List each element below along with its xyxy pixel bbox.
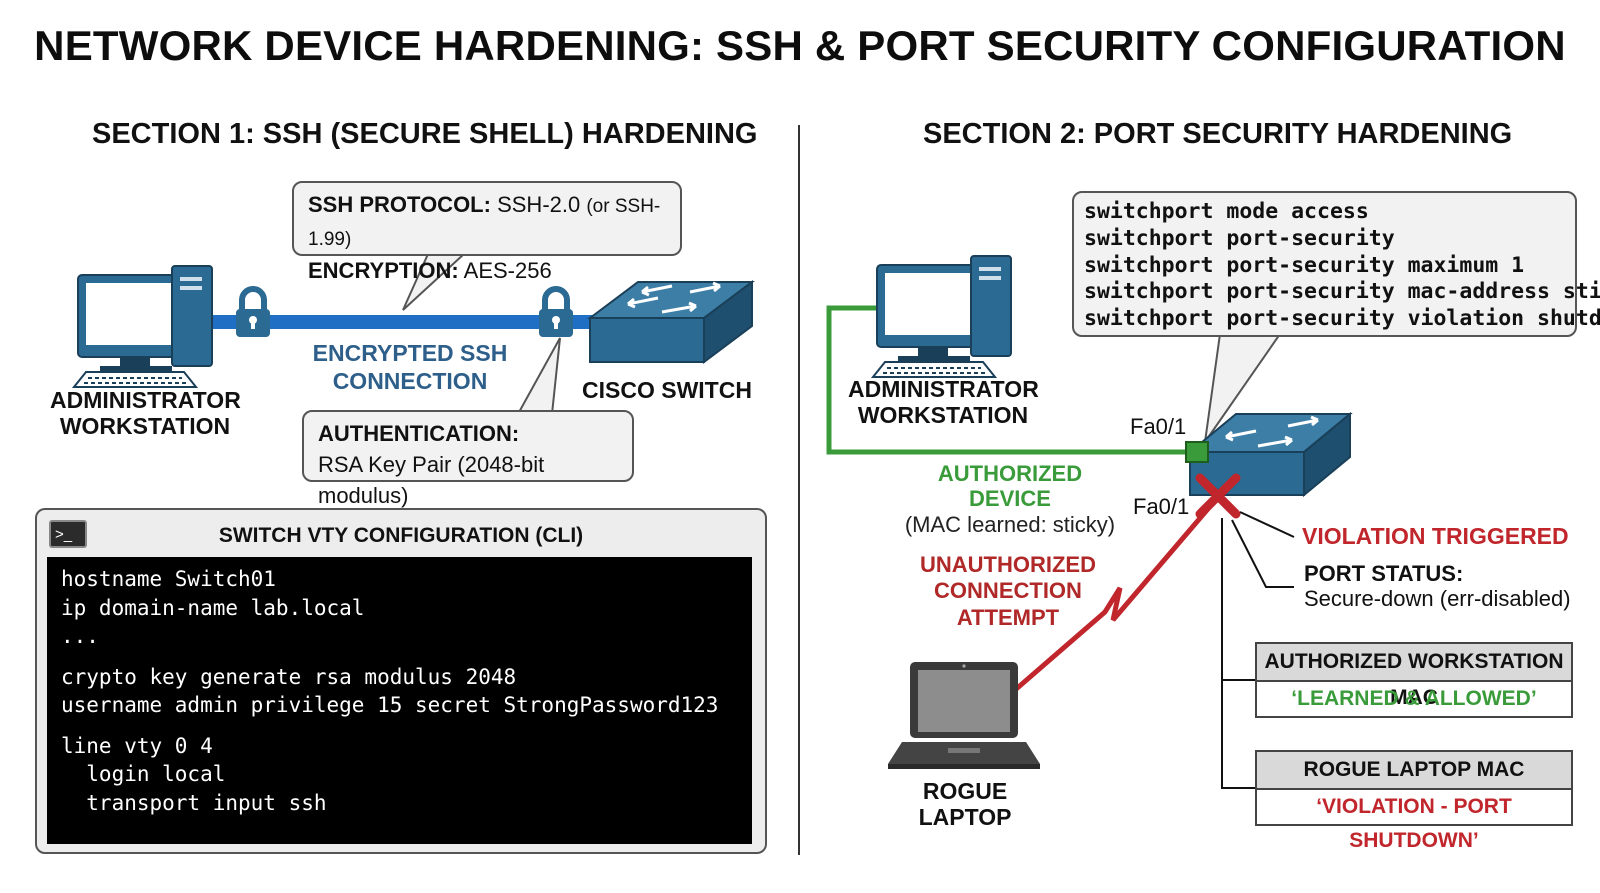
authorized-cable (826, 305, 1193, 455)
protocol-note: (or SSH-1.99) (308, 196, 661, 250)
cisco-switch-icon (587, 280, 755, 364)
auth-key: AUTHENTICATION: (318, 421, 520, 446)
violation-pointer (1239, 511, 1295, 538)
table-bracket (1221, 518, 1256, 789)
violation-triggered-label: VIOLATION TRIGGERED (1302, 523, 1569, 549)
cli-line: ip domain-name lab.local (61, 595, 365, 620)
cli-title: SWITCH VTY CONFIGURATION (CLI) (218, 524, 584, 547)
cisco-switch-label: CISCO SWITCH (582, 377, 752, 403)
page-title: NETWORK DEVICE HARDENING: SSH & PORT SEC… (34, 22, 1566, 69)
authorized-device-label: AUTHORIZED DEVICE (MAC learned: sticky) (904, 461, 1116, 537)
rogue-mac-value: ‘VIOLATION - PORT SHUTDOWN’ (1257, 790, 1571, 852)
violation-x-icon (1195, 473, 1241, 519)
encryption-value: AES-256 (463, 258, 552, 283)
port-status-label: PORT STATUS: Secure-down (err-disabled) (1304, 561, 1571, 612)
config-line: switchport port-security mac-address sti… (1084, 279, 1600, 305)
cli-line: line vty 0 4 (61, 733, 213, 758)
config-line: switchport mode access (1084, 199, 1369, 224)
auth-value: RSA Key Pair (2048-bit modulus) (318, 452, 545, 508)
port-label-lower: Fa0/1 (1133, 494, 1190, 519)
section1-title: SECTION 1: SSH (SECURE SHELL) HARDENING (92, 118, 758, 150)
port-security-switch-icon (1187, 411, 1353, 498)
protocol-value: SSH-2.0 (497, 192, 581, 217)
authorized-mac-value: ‘LEARNED & ALLOWED’ (1257, 682, 1571, 716)
config-line: switchport port-security (1084, 225, 1395, 251)
port-status-pointer (1231, 519, 1294, 588)
ssh-protocol-callout: SSH PROTOCOL: SSH-2.0 (or SSH-1.99) ENCR… (292, 181, 682, 283)
cli-line: transport input ssh (61, 790, 327, 815)
unauthorized-cable (1013, 501, 1215, 692)
lock-icon-right (539, 286, 573, 337)
terminal-icon: >_ (49, 520, 87, 548)
cli-line: username admin privilege 15 secret Stron… (61, 693, 719, 717)
auth-callout-tail (516, 337, 561, 415)
admin-workstation-icon-2 (870, 255, 1012, 378)
cli-line: hostname Switch01 (61, 567, 276, 591)
cli-line: login local (61, 762, 226, 786)
config-line: switchport port-security violation shutd… (1084, 306, 1600, 332)
rogue-laptop-icon (888, 662, 1040, 769)
cli-panel: >_ SWITCH VTY CONFIGURATION (CLI) hostna… (35, 508, 767, 854)
authentication-callout: AUTHENTICATION: RSA Key Pair (2048-bit m… (302, 410, 634, 508)
section2-title: SECTION 2: PORT SECURITY HARDENING (923, 118, 1513, 150)
rogue-mac-table: ROGUE LAPTOP MAC ‘VIOLATION - PORT SHUTD… (1255, 750, 1573, 852)
authorized-mac-header: AUTHORIZED WORKSTATION MAC (1257, 644, 1571, 709)
section-divider (798, 125, 800, 855)
config-line: switchport port-security maximum 1 (1084, 252, 1525, 278)
encryption-key: ENCRYPTION: (308, 258, 459, 283)
port-label-upper: Fa0/1 (1130, 414, 1187, 439)
cli-line: ... (61, 624, 99, 648)
rogue-mac-header: ROGUE LAPTOP MAC (1257, 752, 1571, 790)
authorized-mac-table: AUTHORIZED WORKSTATION MAC ‘LEARNED & AL… (1255, 642, 1573, 718)
protocol-key: SSH PROTOCOL: (308, 192, 491, 217)
authorized-port-indicator (1185, 441, 1209, 463)
cli-terminal: hostname Switch01 ip domain-name lab.loca… (47, 557, 752, 844)
admin-workstation-icon-1 (71, 265, 213, 388)
cli-line: crypto key generate rsa modulus 2048 (61, 664, 517, 689)
lock-icon-left (236, 286, 270, 337)
